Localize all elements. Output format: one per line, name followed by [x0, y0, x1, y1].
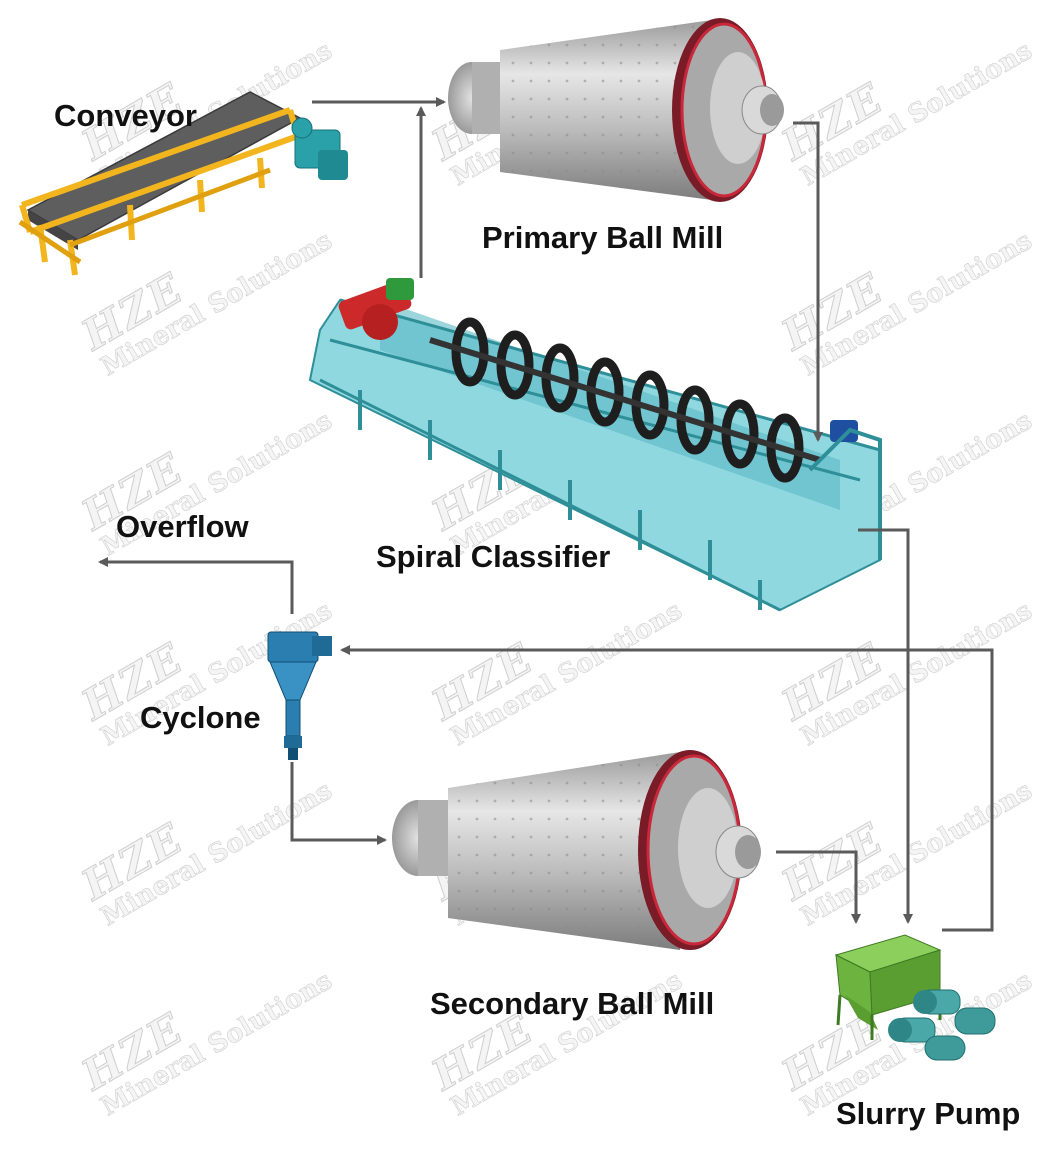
overflow-label: Overflow — [116, 509, 249, 544]
primary-ball-mill-label: Primary Ball Mill — [482, 220, 724, 255]
primary-ball-mill-illustration — [448, 18, 784, 202]
secondary-ball-mill-label: Secondary Ball Mill — [430, 986, 715, 1021]
arrow-primary-mill-to-classifier — [793, 121, 823, 442]
arrow-classifier-to-slurry-pump — [858, 528, 913, 924]
flow-arrows — [98, 97, 994, 932]
cyclone-illustration — [267, 631, 332, 760]
slurry-pump-label: Slurry Pump — [836, 1096, 1021, 1131]
arrow-pump-to-cyclone — [340, 645, 994, 932]
spiral-classifier-label: Spiral Classifier — [376, 539, 611, 574]
conveyor-label: Conveyor — [54, 98, 197, 133]
cyclone-label: Cyclone — [140, 700, 261, 735]
conveyor-illustration — [18, 91, 348, 276]
arrow-secondary-mill-to-pump — [776, 850, 861, 924]
slurry-pump-illustration — [834, 934, 996, 1061]
spiral-classifier-illustration — [308, 278, 882, 612]
secondary-ball-mill-illustration — [392, 750, 761, 950]
arrow-cyclone-to-secondary-mill — [290, 762, 387, 845]
arrow-cyclone-overflow — [98, 557, 294, 614]
